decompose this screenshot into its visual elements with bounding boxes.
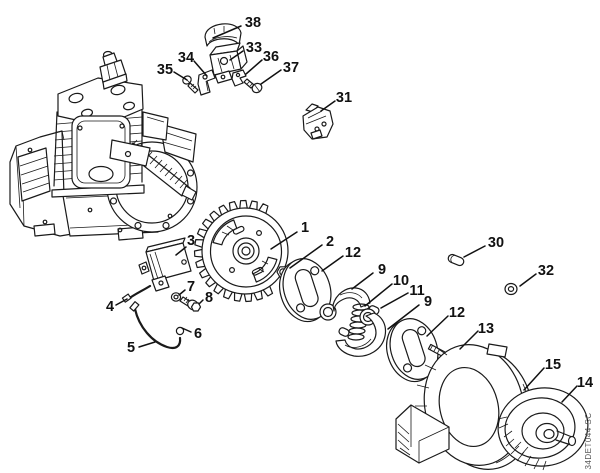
callout-37: 37 [283,60,299,76]
part-32-washer [504,282,518,296]
flywheel-fins [193,199,274,303]
fan-housing-foot [395,404,450,464]
callout-4: 4 [106,299,114,315]
callout-12-rear: 12 [449,305,465,321]
part-9-clutch-shoe-lower [335,308,387,357]
stop-switch-group-drawing [182,23,263,96]
engine-crankcase-drawing [9,50,198,241]
callout-7: 7 [187,279,195,295]
callout-15: 15 [545,357,561,373]
callout-3: 3 [187,233,195,249]
part-14-starter-pulley [497,387,589,471]
part-3-ignition-coil [138,237,192,292]
figure-code: 34DET044 SC [584,412,593,469]
callout-9-upper: 9 [378,262,386,278]
callout-31: 31 [336,90,352,106]
part-38-cover [204,23,242,47]
part-34-lever [197,69,216,96]
callout-5: 5 [127,340,135,356]
callout-1: 1 [301,220,309,236]
callout-8: 8 [205,290,213,306]
flywheel-magnet-lower [252,256,278,283]
callout-36: 36 [263,49,279,65]
part-31-switch [302,103,334,140]
callout-33: 33 [246,40,262,56]
part-1-flywheel [193,199,289,303]
callout-34: 34 [178,50,194,66]
callout-11: 11 [409,283,424,299]
part-30-pin [447,253,465,267]
part-8-bolt [179,296,202,312]
cylinder-drawing [51,77,169,198]
callout-labels: 38 33 34 35 36 37 31 3 1 2 12 7 8 4 5 6 … [106,15,593,391]
callout-14: 14 [577,375,593,391]
callout-32: 32 [538,263,554,279]
callout-9-lower: 9 [424,294,432,310]
callout-38: 38 [245,15,261,31]
callout-35: 35 [157,62,173,78]
pin-second [338,327,350,337]
leader-lines [115,25,578,403]
part-37-screw [243,78,263,94]
callout-13: 13 [478,321,494,337]
callout-2: 2 [326,234,334,250]
spark-plug-drawing [99,50,128,90]
part-36-clip [231,69,247,87]
callout-6: 6 [194,326,202,342]
flywheel-magnet-upper [212,219,238,246]
callout-10: 10 [393,273,409,289]
wire-5 [133,307,182,350]
callout-30: 30 [488,235,504,251]
part-9-clutch-shoe-upper [319,287,371,321]
wire-6-ring-terminal [175,326,185,336]
callout-12-front: 12 [345,245,361,261]
